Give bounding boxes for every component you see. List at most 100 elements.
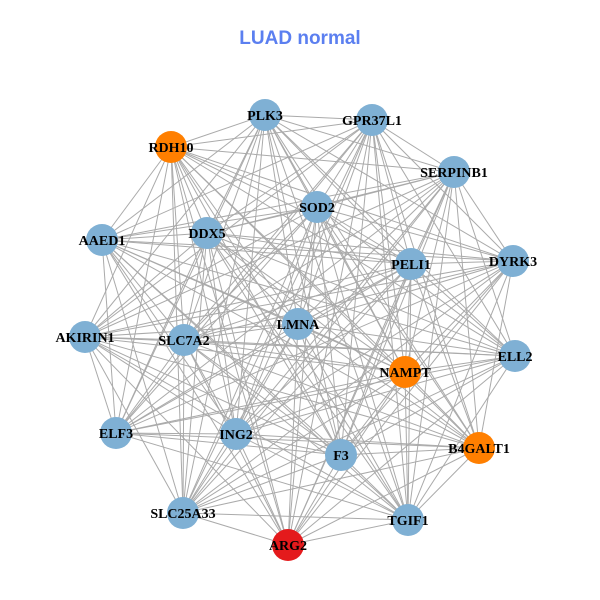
edge-AAED1-PELI1 xyxy=(101,239,412,265)
node-dyrk3[interactable]: DYRK3 xyxy=(489,245,537,277)
edge-RDH10-SOD2 xyxy=(170,146,318,208)
edge-ING2-B4GALT1 xyxy=(235,433,480,449)
node-sod2[interactable]: SOD2 xyxy=(299,191,335,223)
node-label: ARG2 xyxy=(269,539,307,554)
edge-LMNA-TGIF1 xyxy=(297,323,409,521)
edge-SERPINB1-ELL2 xyxy=(453,171,516,357)
node-label: AAED1 xyxy=(79,234,126,249)
node-label: TGIF1 xyxy=(387,514,428,529)
edge-ELL2-TGIF1 xyxy=(407,355,516,521)
node-arg2[interactable]: ARG2 xyxy=(269,529,307,561)
node-akirin1[interactable]: AKIRIN1 xyxy=(55,321,115,353)
edge-SOD2-TGIF1 xyxy=(316,206,409,521)
edge-AKIRIN1-F3 xyxy=(84,336,342,456)
edge-SOD2-DDX5 xyxy=(206,206,318,234)
edge-SLC7A2-ELL2 xyxy=(183,339,516,357)
edge-DYRK3-ING2 xyxy=(235,260,514,435)
edge-B4GALT1-ARG2 xyxy=(287,447,480,546)
node-f3[interactable]: F3 xyxy=(325,439,357,471)
edge-LMNA-ELF3 xyxy=(115,323,299,434)
edge-DDX5-SLC25A33 xyxy=(182,232,208,514)
edge-AKIRIN1-ING2 xyxy=(84,336,237,435)
node-circle xyxy=(325,439,357,471)
node-label: SLC25A33 xyxy=(150,507,215,522)
edge-SLC7A2-TGIF1 xyxy=(183,339,409,521)
edge-LMNA-SLC7A2 xyxy=(183,323,299,341)
node-circle xyxy=(155,131,187,163)
edge-RDH10-AAED1 xyxy=(101,146,172,241)
edge-DYRK3-ARG2 xyxy=(287,260,514,546)
edge-ING2-F3 xyxy=(235,433,342,456)
node-slc25a33[interactable]: SLC25A33 xyxy=(150,497,216,529)
node-label: AKIRIN1 xyxy=(55,331,114,346)
node-peli1[interactable]: PELI1 xyxy=(391,248,431,280)
edge-SERPINB1-AAED1 xyxy=(101,171,455,241)
edge-GPR37L1-SOD2 xyxy=(316,119,373,208)
node-lmna[interactable]: LMNA xyxy=(277,308,321,340)
edge-SLC7A2-F3 xyxy=(183,339,342,456)
node-circle xyxy=(86,224,118,256)
node-ddx5[interactable]: DDX5 xyxy=(188,217,226,249)
edge-PLK3-F3 xyxy=(264,114,342,456)
node-serpinb1[interactable]: SERPINB1 xyxy=(420,156,488,188)
edge-ING2-TGIF1 xyxy=(235,433,409,521)
node-label: ELL2 xyxy=(497,350,532,365)
edge-PLK3-ELF3 xyxy=(115,114,266,434)
edge-AAED1-SLC7A2 xyxy=(101,239,185,341)
node-circle xyxy=(272,529,304,561)
node-ell2[interactable]: ELL2 xyxy=(497,340,533,372)
edge-DDX5-ARG2 xyxy=(206,232,289,546)
edge-F3-ARG2 xyxy=(287,454,342,546)
node-aaed1[interactable]: AAED1 xyxy=(79,224,126,256)
edge-SLC7A2-SLC25A33 xyxy=(182,339,185,514)
edge-ELF3-TGIF1 xyxy=(115,432,409,521)
edge-ING2-ARG2 xyxy=(235,433,289,546)
node-circle xyxy=(100,417,132,449)
edge-SERPINB1-NAMPT xyxy=(404,171,455,373)
edge-F3-SLC25A33 xyxy=(182,454,342,514)
node-label: DYRK3 xyxy=(489,255,537,270)
edge-PELI1-SLC7A2 xyxy=(183,263,412,341)
node-circle xyxy=(395,248,427,280)
edge-DYRK3-SLC25A33 xyxy=(182,260,514,514)
edge-SOD2-SLC7A2 xyxy=(183,206,318,341)
edge-PELI1-LMNA xyxy=(297,263,412,325)
node-b4galt1[interactable]: B4GALT1 xyxy=(448,432,510,464)
node-label: RDH10 xyxy=(148,141,193,156)
edge-DYRK3-B4GALT1 xyxy=(478,260,514,449)
edge-NAMPT-ELL2 xyxy=(404,355,516,373)
node-tgif1[interactable]: TGIF1 xyxy=(387,504,429,536)
node-circle xyxy=(356,104,388,136)
node-circle xyxy=(191,217,223,249)
node-circle xyxy=(463,432,495,464)
node-nampt[interactable]: NAMPT xyxy=(379,356,431,388)
edge-SLC25A33-ARG2 xyxy=(182,512,289,546)
node-plk3[interactable]: PLK3 xyxy=(247,99,283,131)
node-label: GPR37L1 xyxy=(342,114,402,129)
edge-SERPINB1-F3 xyxy=(340,171,455,456)
edge-NAMPT-ELF3 xyxy=(115,371,406,434)
edge-RDH10-SERPINB1 xyxy=(170,146,455,173)
node-elf3[interactable]: ELF3 xyxy=(99,417,133,449)
node-gpr37l1[interactable]: GPR37L1 xyxy=(342,104,402,136)
node-circle xyxy=(249,99,281,131)
edge-AKIRIN1-ARG2 xyxy=(84,336,289,546)
edge-DDX5-ELF3 xyxy=(115,232,208,434)
edge-AAED1-DYRK3 xyxy=(101,239,514,262)
edge-DDX5-ING2 xyxy=(206,232,237,435)
node-circle xyxy=(438,156,470,188)
edge-SERPINB1-DYRK3 xyxy=(453,171,514,262)
edge-AAED1-SLC25A33 xyxy=(101,239,184,514)
edge-DYRK3-AKIRIN1 xyxy=(84,260,514,338)
node-ing2[interactable]: ING2 xyxy=(219,418,253,450)
node-slc7a2[interactable]: SLC7A2 xyxy=(158,324,210,356)
node-rdh10[interactable]: RDH10 xyxy=(148,131,194,163)
node-label: SOD2 xyxy=(299,201,335,216)
edge-SERPINB1-SLC7A2 xyxy=(183,171,455,341)
edge-DDX5-DYRK3 xyxy=(206,232,514,262)
edge-AKIRIN1-SLC25A33 xyxy=(84,336,184,514)
node-label: F3 xyxy=(333,449,349,464)
edge-PLK3-LMNA xyxy=(264,114,299,325)
